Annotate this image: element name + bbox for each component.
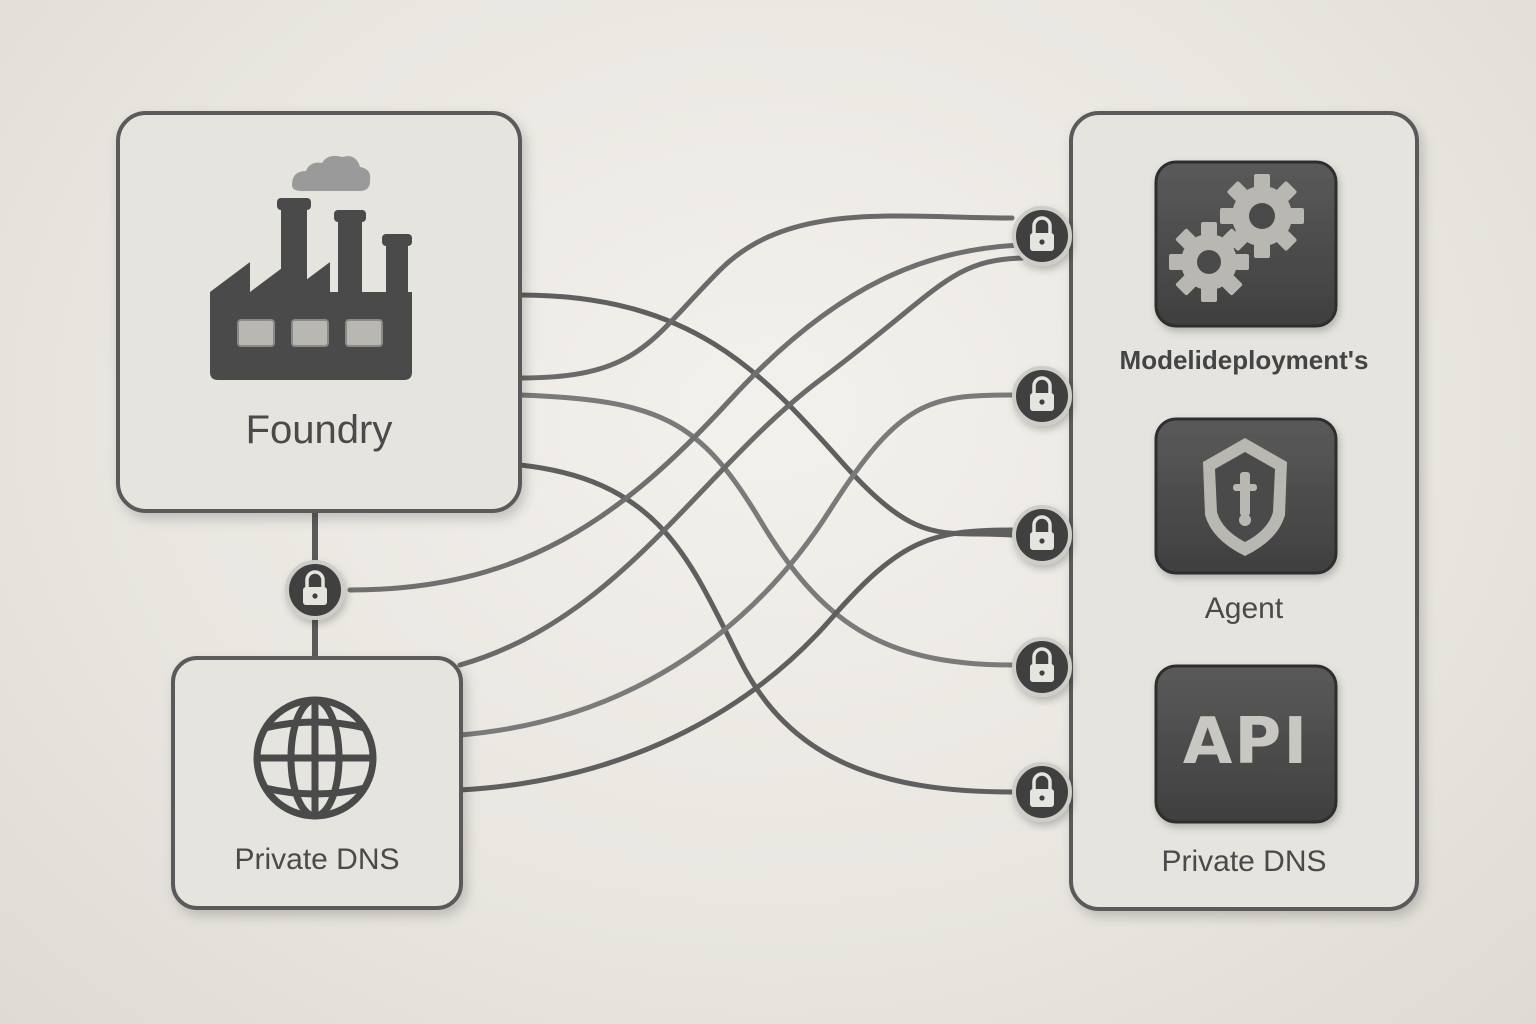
port-lock[interactable] xyxy=(1012,366,1072,426)
port-locks xyxy=(1012,206,1072,822)
api-icon: API xyxy=(1182,705,1310,779)
lock-icon xyxy=(1032,216,1052,234)
foundry-label: Foundry xyxy=(245,408,393,452)
globe-icon xyxy=(253,696,377,820)
wire xyxy=(457,527,1015,793)
gears-icon xyxy=(1169,174,1304,302)
connection-wires xyxy=(347,213,1025,795)
wire xyxy=(517,462,1015,795)
factory-icon xyxy=(210,155,412,380)
model-deployments-label: Modelideployment's xyxy=(1119,345,1369,375)
private-dns-right-label: Private DNS xyxy=(1161,845,1327,878)
wire xyxy=(517,392,1015,668)
wire xyxy=(457,255,1025,668)
port-lock[interactable] xyxy=(1012,206,1072,266)
wire xyxy=(517,292,1015,538)
port-lock[interactable] xyxy=(1012,637,1072,697)
lock-icon xyxy=(303,570,327,605)
wire xyxy=(457,392,1015,738)
lock-icon xyxy=(1032,772,1052,790)
agent-label: Agent xyxy=(1204,592,1284,625)
private-dns-left-label: Private DNS xyxy=(234,843,400,876)
lock-icon xyxy=(1032,376,1052,394)
port-lock[interactable] xyxy=(1012,762,1072,822)
port-lock[interactable] xyxy=(1012,505,1072,565)
wire xyxy=(347,242,1023,593)
api-tile[interactable] xyxy=(1154,664,1338,824)
lock-icon xyxy=(1032,647,1052,665)
lock-icon xyxy=(1032,515,1052,533)
wire xyxy=(517,213,1015,381)
shield-icon xyxy=(1203,438,1287,556)
